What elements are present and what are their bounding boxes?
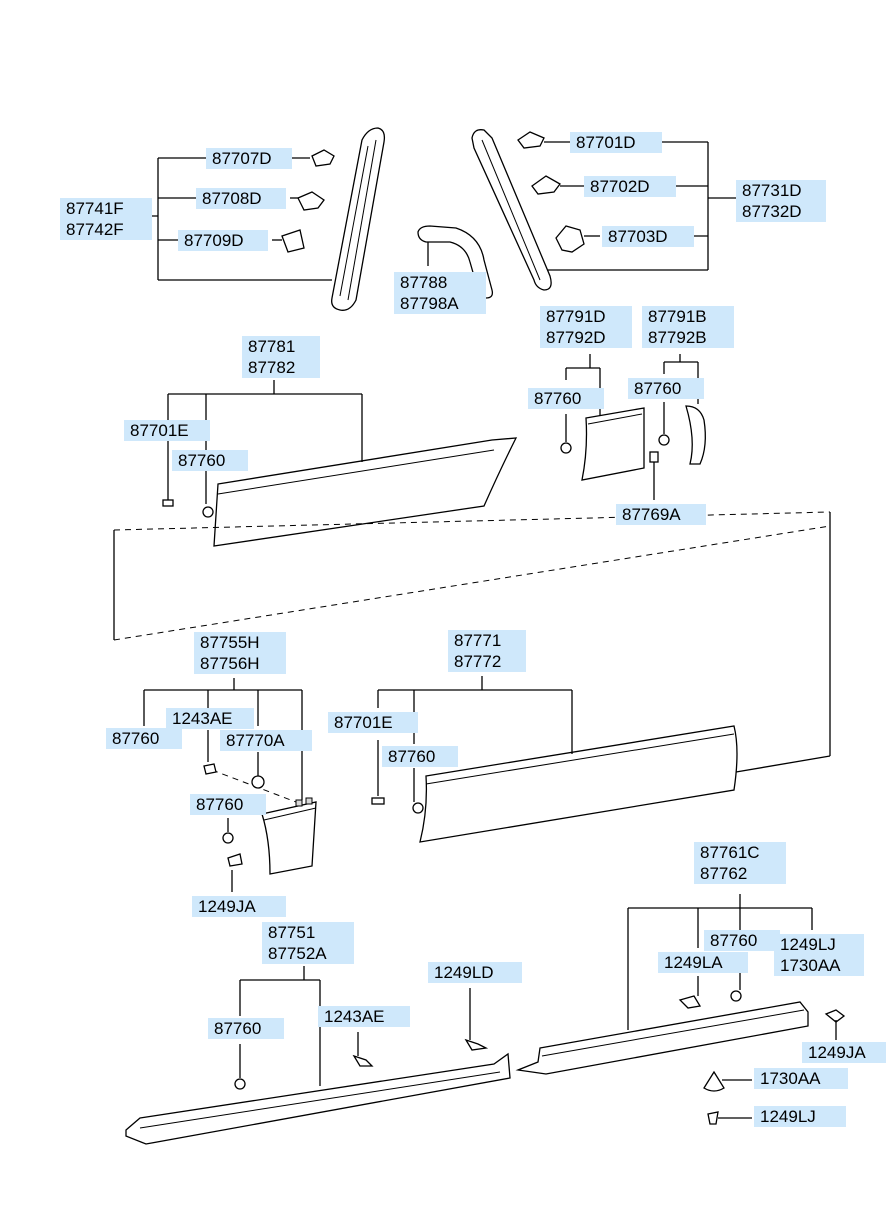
label-1249LJ-b: 1249LJ xyxy=(754,1106,846,1127)
front-pillar-trim xyxy=(331,127,386,311)
label-1249LJ-a: 1249LJ 1730AA xyxy=(774,934,864,976)
label-1730AA: 1730AA xyxy=(754,1068,848,1089)
clip-87707D xyxy=(311,149,335,167)
label-87751: 87751 87752A xyxy=(262,922,354,964)
label-87708D: 87708D xyxy=(196,188,286,209)
rear-sill-moulding xyxy=(515,990,846,1125)
label-87760-e: 87760 xyxy=(190,794,266,815)
bracket-87755H xyxy=(143,678,303,892)
label-87701E-top: 87701E xyxy=(124,420,210,441)
label-87741F: 87741F 87742F xyxy=(60,198,152,240)
label-87769A: 87769A xyxy=(616,504,706,525)
label-87781: 87781 87782 xyxy=(242,336,320,378)
trim-87791B xyxy=(649,354,706,500)
label-87761C: 87761C 87762 xyxy=(694,842,786,884)
bracket-87751 xyxy=(239,966,471,1086)
label-87788: 87788 87798A xyxy=(394,272,486,314)
label-1249JA-a: 1249JA xyxy=(192,896,286,917)
label-87760-a: 87760 xyxy=(172,450,248,471)
label-87771: 87771 87772 xyxy=(448,630,526,672)
label-87701D: 87701D xyxy=(570,132,662,153)
clip-87702D xyxy=(531,175,561,195)
label-87709D: 87709D xyxy=(178,230,268,251)
label-87770A: 87770A xyxy=(220,730,312,751)
label-87760-h: 87760 xyxy=(704,930,780,951)
clip-87701D xyxy=(517,131,545,149)
label-1249LA: 1249LA xyxy=(658,952,748,973)
label-1249JA-b: 1249JA xyxy=(802,1042,886,1063)
front-sill-moulding xyxy=(125,1038,511,1145)
label-87760-b: 87760 xyxy=(528,388,604,409)
bracket-87781 xyxy=(162,380,363,518)
front-fender-moulding xyxy=(213,437,518,547)
bracket-87761C xyxy=(627,894,837,1119)
label-87760-f: 87760 xyxy=(382,746,458,767)
label-1243AE-b: 1243AE xyxy=(318,1006,410,1027)
rear-pillar-trim xyxy=(471,129,552,291)
clip-87709D xyxy=(281,229,305,253)
label-87760-g: 87760 xyxy=(208,1018,284,1039)
label-87703D: 87703D xyxy=(602,226,694,247)
label-87760-d: 87760 xyxy=(106,728,182,749)
label-87731D: 87731D 87732D xyxy=(736,180,826,222)
body-outline xyxy=(113,511,831,773)
clip-87703D xyxy=(555,225,585,253)
bracket-87731D xyxy=(544,141,736,271)
rear-quarter-moulding xyxy=(203,763,317,875)
label-87707D: 87707D xyxy=(206,148,292,169)
bracket-87741F xyxy=(138,157,332,281)
rear-door-moulding xyxy=(371,725,738,843)
label-87702D: 87702D xyxy=(584,176,676,197)
clip-87708D xyxy=(297,191,325,211)
label-87701E-mid: 87701E xyxy=(328,712,418,733)
label-87760-c: 87760 xyxy=(628,378,704,399)
label-87791B: 87791B 87792B xyxy=(642,306,734,348)
label-87755H: 87755H 87756H xyxy=(194,632,286,674)
label-1249LD: 1249LD xyxy=(428,962,522,983)
label-87791D: 87791D 87792D xyxy=(540,306,632,348)
label-1243AE-a: 1243AE xyxy=(166,708,254,729)
bent-trim-87788 xyxy=(417,225,494,299)
trim-87791D xyxy=(560,354,645,481)
